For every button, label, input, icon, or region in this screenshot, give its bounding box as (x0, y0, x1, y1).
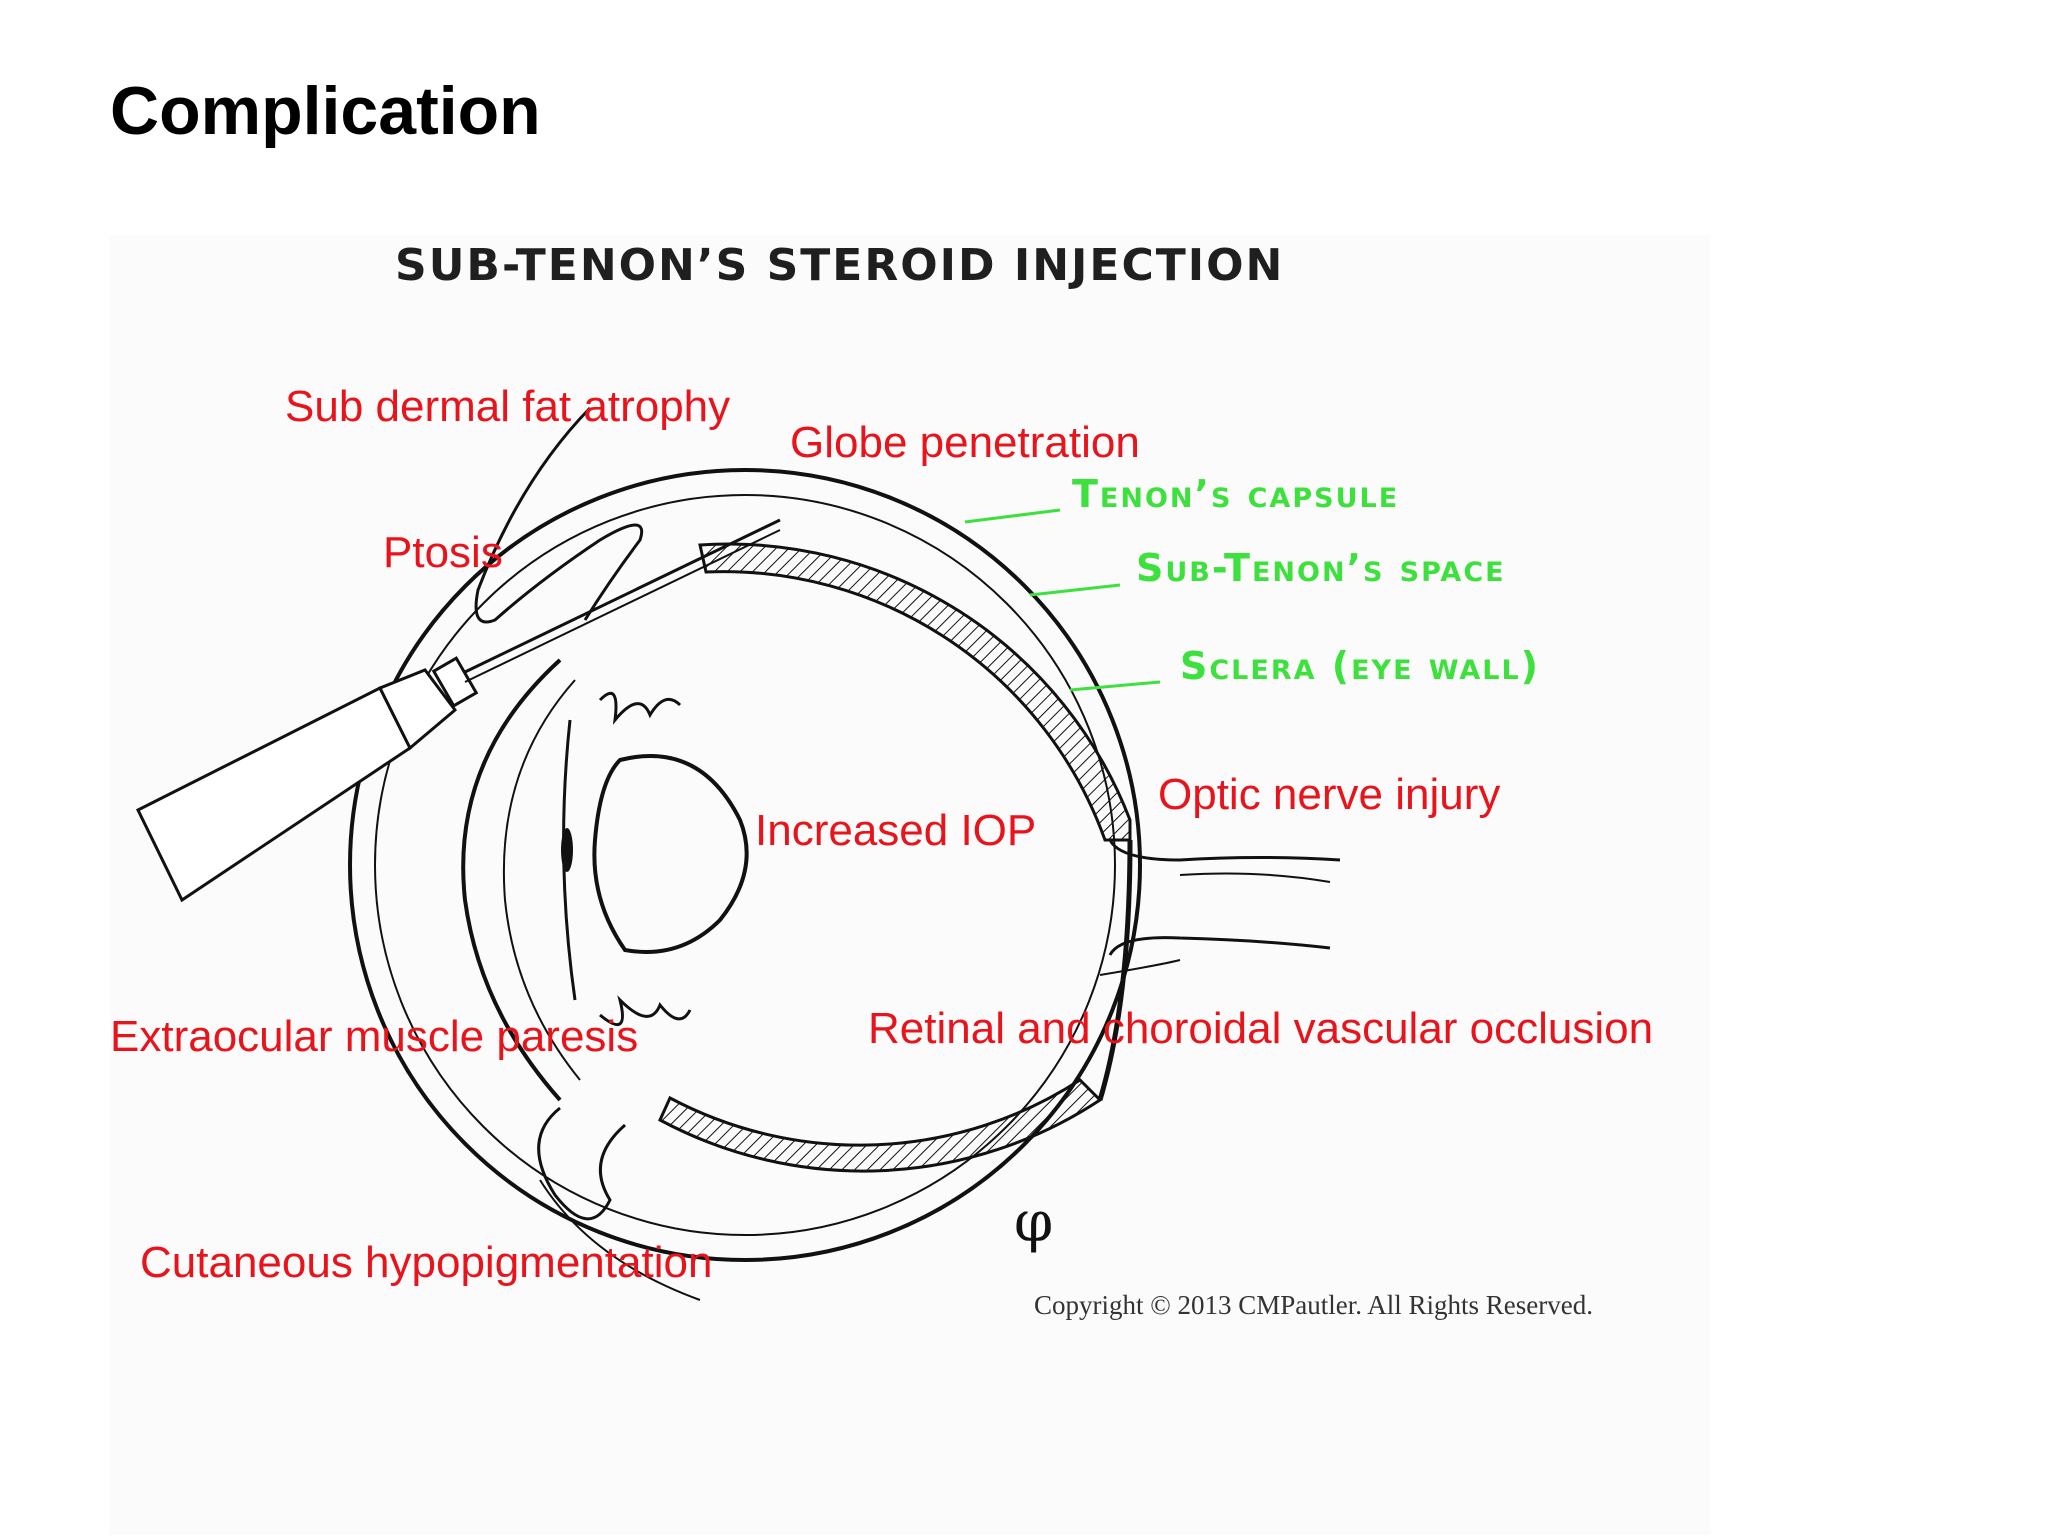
retina-outline (374, 494, 1116, 1236)
tenons-capsule-lower (658, 1078, 1103, 1173)
sub-tenons-space-pointer (1029, 583, 1121, 597)
upper-eyelid (474, 406, 643, 624)
label-sub-tenons-space: Sub-Tenon’s space (1136, 546, 1506, 590)
figure-title: SUB-TENON’S STEROID INJECTION (395, 240, 1285, 291)
syringe-tip (377, 668, 458, 751)
label-sclera: Sclera (eye wall) (1180, 644, 1541, 688)
needle (464, 518, 781, 674)
lower-eyelid-fold (539, 1179, 701, 1301)
optic-nerve-lower-2 (1099, 959, 1181, 976)
needle-2 (464, 529, 781, 683)
tenons-capsule-band (698, 542, 1132, 842)
slide-title: Complication (110, 73, 541, 149)
figure-background (110, 235, 1710, 1535)
iris-lower (599, 995, 692, 1027)
cornea-inner (502, 679, 581, 1081)
optic-nerve-upper (1108, 839, 1341, 862)
complication-increased-iop: Increased IOP (755, 806, 1037, 855)
complication-optic-nerve-injury: Optic nerve injury (1158, 770, 1501, 819)
optic-nerve-lower (1108, 936, 1331, 956)
complication-cutaneous-hypopigmentation: Cutaneous hypopigmentation (140, 1238, 713, 1287)
syringe-barrel (136, 685, 412, 903)
optic-nerve-upper-2 (1179, 872, 1331, 883)
label-tenons-capsule: Tenon’s capsule (1072, 472, 1400, 516)
iris-upper (598, 691, 682, 725)
complication-ptosis: Ptosis (383, 528, 503, 577)
copyright-notice: Copyright © 2013 CMPautler. All Rights R… (1034, 1290, 1594, 1320)
pupil-mark (561, 828, 573, 872)
complication-extraocular-muscle-paresis: Extraocular muscle paresis (110, 1012, 639, 1061)
tenons-capsule-pointer (964, 508, 1061, 524)
sclera-outline (348, 468, 1142, 1262)
complication-globe-penetration: Globe penetration (790, 418, 1140, 467)
complication-retinal-choroidal-occlusion: Retinal and choroidal vascular occlusion (868, 1004, 1654, 1053)
syringe-hub (431, 656, 479, 708)
complication-sub-dermal-fat-atrophy: Sub dermal fat atrophy (285, 382, 731, 431)
sclera-pointer (1069, 680, 1161, 692)
artist-signature: φ (1014, 1190, 1054, 1255)
cornea (461, 658, 562, 1102)
lower-eyelid (537, 1106, 626, 1221)
lens (592, 754, 749, 954)
